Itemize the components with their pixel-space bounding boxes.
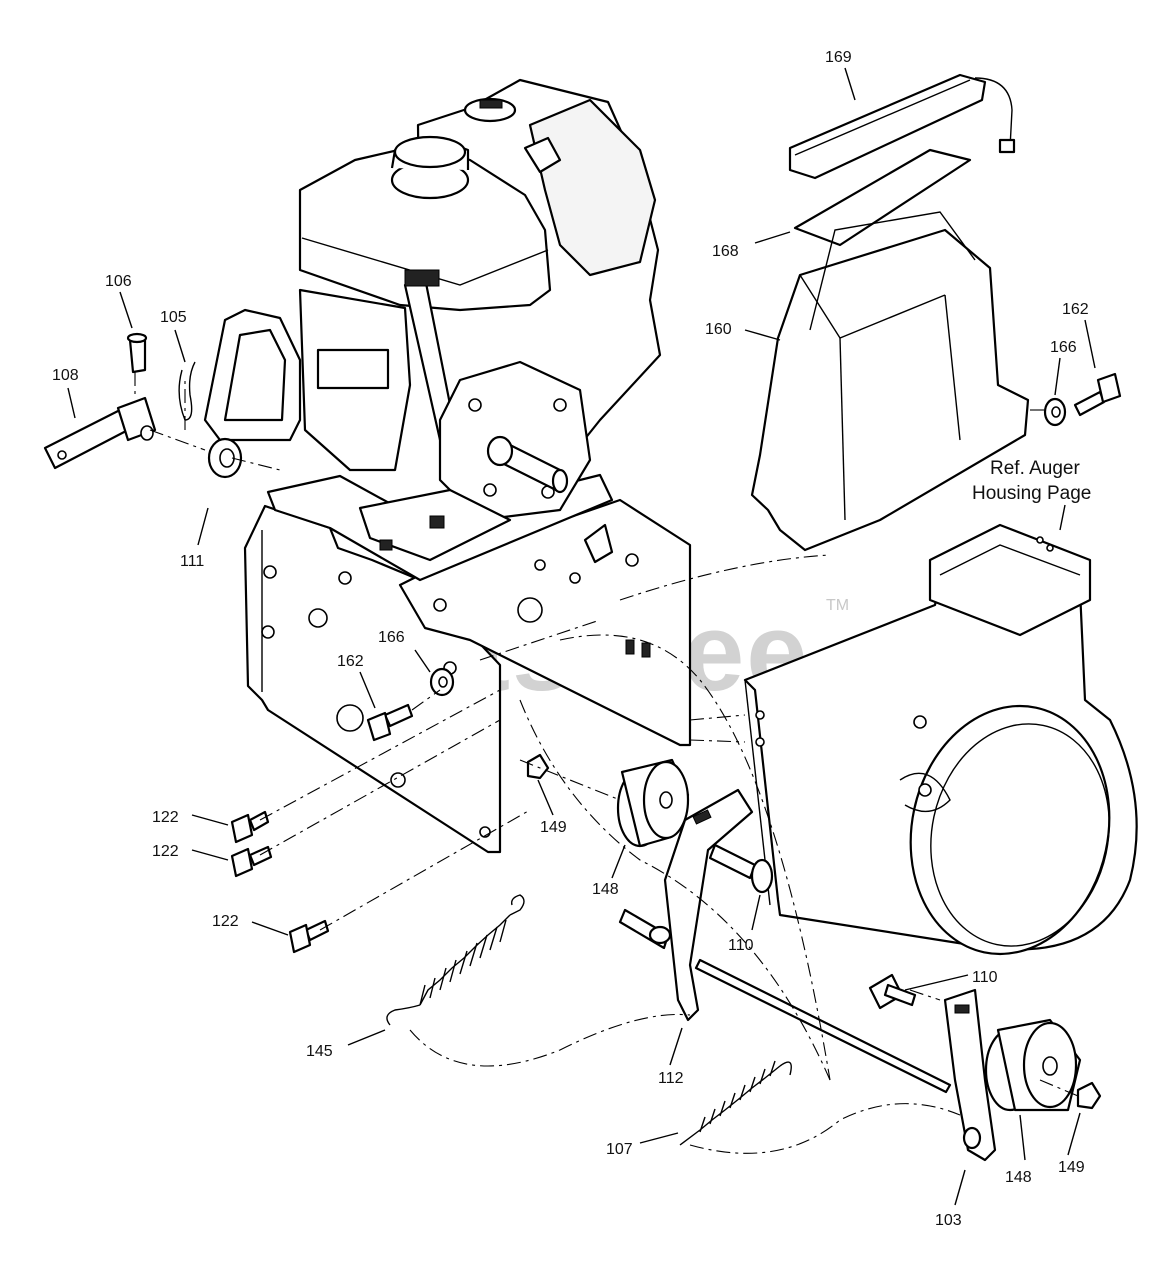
- callout-111: 111: [180, 553, 204, 570]
- watermark-trademark: TM: [826, 597, 849, 614]
- part-110-bolt-upper: [708, 843, 774, 894]
- callout-110-lower: 110: [972, 969, 998, 986]
- callout-148-upper: 148: [592, 881, 619, 898]
- part-166-washer-left: [429, 667, 455, 697]
- part-111-washer: [207, 437, 243, 479]
- part-168-filter: [793, 148, 972, 247]
- part-160-shroud: [750, 211, 1030, 552]
- part-110-bolt-lower: [868, 973, 917, 1010]
- part-107-spring-lower: [679, 1060, 792, 1146]
- callout-106: 106: [105, 273, 132, 290]
- callout-168: 168: [712, 243, 739, 260]
- part-145-spring-upper: [386, 894, 525, 1026]
- callout-162-left: 162: [337, 653, 364, 670]
- part-148-pulley-upper: [616, 758, 690, 848]
- callout-112: 112: [658, 1070, 684, 1087]
- part-162-bolt-left: [366, 703, 414, 742]
- part-105-hairpin: [178, 361, 196, 421]
- part-103-bracket-rod: [694, 958, 997, 1162]
- callout-122-a: 122: [152, 809, 179, 826]
- callout-148-lower: 148: [1005, 1169, 1032, 1186]
- callout-105: 105: [160, 309, 187, 326]
- part-122-bolts: [230, 810, 330, 954]
- part-149-nut-lower: [1076, 1081, 1102, 1110]
- callout-122-b: 122: [152, 843, 179, 860]
- callout-107: 107: [606, 1141, 633, 1158]
- callout-149-upper: 149: [540, 819, 567, 836]
- callout-145: 145: [306, 1043, 333, 1060]
- part-106-clevis-pin: [126, 332, 148, 374]
- callout-162-top: 162: [1062, 301, 1089, 318]
- leader-lines: [67, 67, 1096, 1206]
- engine: [203, 78, 662, 562]
- callout-103: 103: [935, 1212, 962, 1229]
- callout-166-top: 166: [1050, 339, 1077, 356]
- part-162-bolt-top: [1073, 372, 1122, 417]
- reference-label-line2: Housing Page: [972, 483, 1091, 504]
- callout-166-left: 166: [378, 629, 405, 646]
- part-149-nut-upper: [526, 753, 550, 780]
- part-148-pulley-lower: [984, 1018, 1082, 1112]
- callout-110-upper: 110: [728, 937, 754, 954]
- chute-housing-103-ref: [743, 523, 1138, 956]
- callout-108: 108: [52, 367, 79, 384]
- callout-169: 169: [825, 49, 852, 66]
- assembly-lines: [134, 372, 1079, 1154]
- callout-122-c: 122: [212, 913, 239, 930]
- part-169-cover: [788, 73, 1016, 180]
- part-166-washer-top: [1043, 397, 1067, 427]
- callout-160: 160: [705, 321, 732, 338]
- reference-label-line1: Ref. Auger: [990, 458, 1080, 479]
- callout-149-lower: 149: [1058, 1159, 1085, 1176]
- part-112-idler-arm: [618, 788, 754, 1022]
- part-108-bracket: [43, 396, 157, 470]
